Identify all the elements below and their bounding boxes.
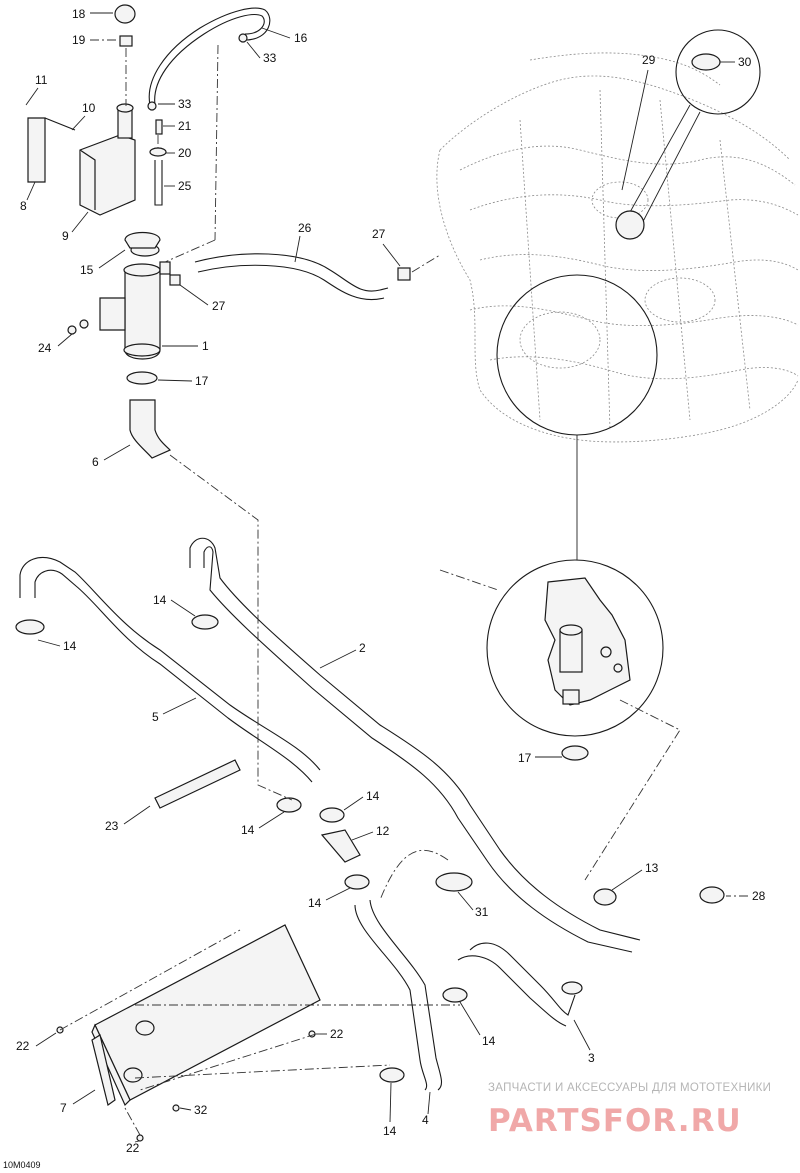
coolant-hose-2 <box>189 537 641 953</box>
callout-label: 27 <box>372 227 386 241</box>
callout-label: 22 <box>330 1027 344 1041</box>
clamp-28 <box>699 886 725 904</box>
coolant-hose-5 <box>19 557 321 783</box>
heat-exchanger-7 <box>91 924 321 1107</box>
coolant-reservoir <box>99 243 171 360</box>
callout-label: 22 <box>126 1141 140 1155</box>
callout-label: 17 <box>518 751 532 765</box>
callout-label: 22 <box>16 1039 30 1053</box>
clamp-33-a <box>238 33 248 43</box>
coolant-hose-3 <box>469 942 576 1016</box>
vent-hose-16 <box>148 7 271 106</box>
callout-label: 11 <box>35 73 48 87</box>
callout-label: 1 <box>202 339 209 353</box>
callout-label: 5 <box>152 710 159 724</box>
clamp-14-b <box>191 614 219 630</box>
fitting-12 <box>320 829 361 863</box>
bypass-hose-26 <box>194 253 389 292</box>
callout-label: 14 <box>482 1034 496 1048</box>
clamp-14-d <box>319 807 345 823</box>
callout-label: 31 <box>475 905 489 919</box>
nut-24b <box>79 319 89 329</box>
watermark-tagline: ЗАПЧАСТИ И АКСЕССУАРЫ ДЛЯ МОТОТЕХНИКИ <box>488 1082 771 1094</box>
callout-label: 33 <box>178 97 192 111</box>
pressure-cap <box>124 231 161 249</box>
callouts: 18 19 16 33 11 10 33 21 20 8 25 9 15 26 … <box>16 7 766 1155</box>
water-pump-detail-circle <box>486 559 664 737</box>
clamp-17-lower <box>561 745 589 761</box>
callout-label: 9 <box>62 229 69 243</box>
clamp-detail-circle <box>675 29 761 115</box>
clamp-14-c <box>276 797 302 813</box>
callout-label: 10 <box>82 101 96 115</box>
callout-label: 15 <box>80 263 94 277</box>
engine-outline <box>436 52 799 443</box>
callout-label: 14 <box>308 896 322 910</box>
callout-label: 28 <box>752 889 766 903</box>
callout-label: 14 <box>153 593 167 607</box>
gasket-31 <box>435 872 473 892</box>
callout-label: 21 <box>178 119 192 133</box>
callout-label: 3 <box>588 1051 595 1065</box>
nut-24a <box>67 325 77 335</box>
callout-label: 12 <box>376 824 390 838</box>
fitting-27-a <box>169 274 181 286</box>
callout-label: 17 <box>195 374 209 388</box>
connector-21 <box>155 119 163 135</box>
hose-25 <box>154 160 163 206</box>
callout-label: 29 <box>642 53 656 67</box>
callout-label: 25 <box>178 179 192 193</box>
fitting-27-b <box>397 267 411 281</box>
clamp-33-b <box>147 101 157 111</box>
callout-label: 33 <box>263 51 277 65</box>
figure-reference-code: 10M0409 <box>3 1160 41 1170</box>
callout-label: 30 <box>738 55 752 69</box>
callout-label: 14 <box>241 823 255 837</box>
overflow-seal <box>119 35 133 47</box>
watermark-logo: PARTSFOR.RU <box>488 1103 742 1139</box>
overflow-bottle <box>27 103 136 216</box>
callout-label: 26 <box>298 221 312 235</box>
callout-label: 16 <box>294 31 308 45</box>
callout-label: 19 <box>72 33 86 47</box>
engine-detail-circle <box>496 274 658 436</box>
clamp-14-g <box>379 1067 405 1083</box>
callout-label: 13 <box>645 861 659 875</box>
callout-label: 2 <box>359 641 366 655</box>
callout-label: 7 <box>60 1101 67 1115</box>
callout-label: 14 <box>63 639 77 653</box>
foam-strip-23 <box>154 759 241 809</box>
callout-label: 32 <box>194 1103 208 1117</box>
callout-label: 6 <box>92 455 99 469</box>
callout-label: 8 <box>20 199 27 213</box>
clamp-17-upper <box>126 371 158 385</box>
callout-label: 24 <box>38 341 52 355</box>
callout-label: 14 <box>383 1124 397 1138</box>
callout-label: 14 <box>366 789 380 803</box>
hose-3-end <box>561 981 583 995</box>
clamp-14-a <box>15 619 45 635</box>
clamp-30 <box>691 53 721 71</box>
water-pump-housing <box>544 577 631 706</box>
grommet-20 <box>149 147 167 157</box>
coolant-hose-4 <box>354 904 428 1091</box>
clamp-13 <box>593 888 617 906</box>
callout-label: 4 <box>422 1113 429 1127</box>
callout-label: 27 <box>212 299 226 313</box>
elbow-hose-6 <box>129 399 172 459</box>
engine-fitting <box>615 210 645 240</box>
callout-label: 18 <box>72 7 86 21</box>
clamp-14-e <box>344 874 370 890</box>
clamp-14-f <box>442 987 468 1003</box>
callout-label: 23 <box>105 819 119 833</box>
overflow-cap <box>114 4 136 24</box>
callout-label: 20 <box>178 146 192 160</box>
rivet-32 <box>172 1104 180 1112</box>
